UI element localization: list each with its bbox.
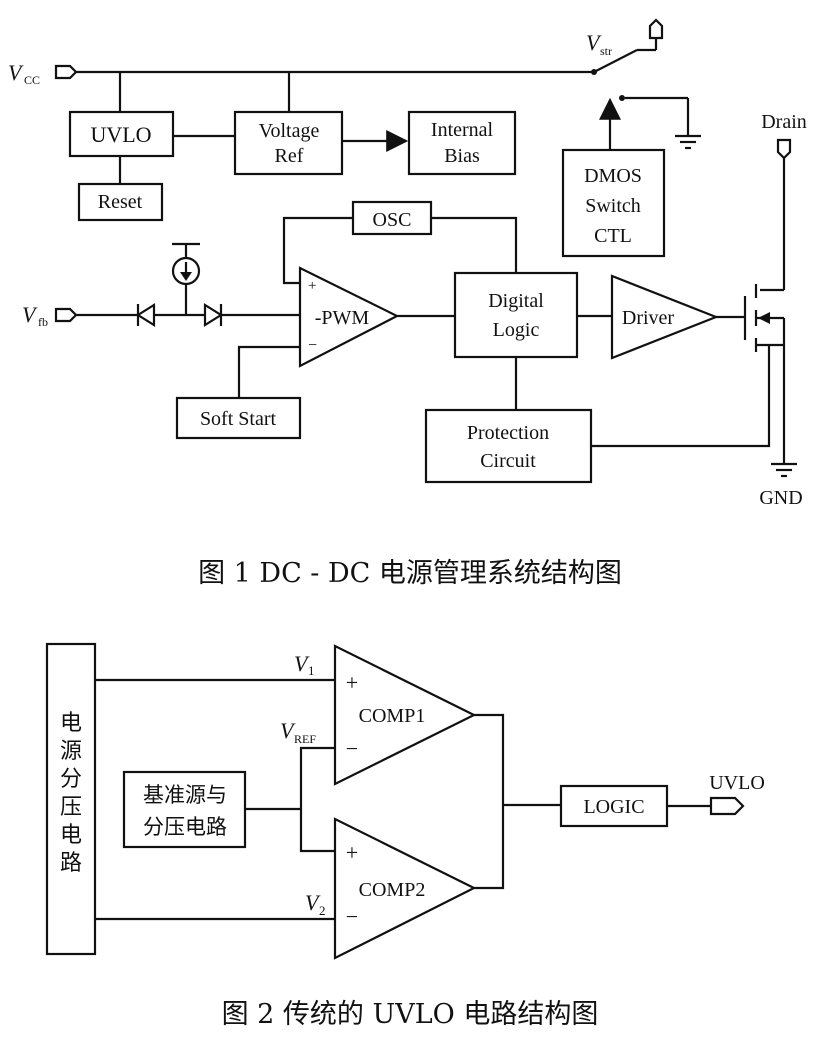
vcc-sub-label: CC <box>24 73 40 87</box>
current-source-icon <box>171 242 201 315</box>
soft-start-box <box>175 396 302 440</box>
vcc-terminal: V CC <box>8 60 78 87</box>
reset-label: Reset <box>98 191 143 213</box>
gnd-label: GND <box>759 487 802 509</box>
soft-start-label: Soft Start <box>200 408 277 430</box>
protection-circuit-box <box>424 408 593 484</box>
vstr-sub-label: str <box>600 44 612 58</box>
figure-1: V CC V str UVLO Reset Voltage Ref <box>8 18 807 589</box>
driver-label: Driver <box>622 307 675 329</box>
vref-distribution-wire <box>299 746 335 853</box>
vcc-label: V <box>8 60 24 85</box>
vfb-label: V <box>22 302 38 327</box>
digital-logic-box <box>453 271 579 359</box>
voltage-ref-label-1: Voltage <box>259 120 320 142</box>
dmos-switch-ctl-box <box>561 148 666 258</box>
logic-label: LOGIC <box>583 796 644 818</box>
reference-source-box <box>122 770 247 849</box>
internal-bias-label-1: Internal <box>431 119 494 141</box>
divider-char-1: 电 <box>60 711 82 736</box>
protection-label-2: Circuit <box>480 450 536 472</box>
pwm-minus-label: − <box>308 337 317 354</box>
ground-symbol-switch <box>675 134 701 150</box>
vref-label: V <box>280 718 296 743</box>
protection-sense-wire <box>591 345 771 448</box>
divider-char-6: 路 <box>60 851 82 876</box>
diode-1-icon <box>135 303 156 327</box>
divider-char-2: 源 <box>60 739 82 764</box>
pwm-label: -PWM <box>315 307 370 329</box>
reference-source-label-1: 基准源与 <box>143 783 227 807</box>
osc-to-logic <box>431 216 518 273</box>
ground-symbol-gnd <box>771 462 797 478</box>
v2-sub-label: 2 <box>319 903 326 918</box>
dmos-label-1: DMOS <box>584 165 642 187</box>
comp2-minus-label: − <box>346 904 358 929</box>
vref-sub-label: REF <box>294 732 316 746</box>
comp1-plus-label: + <box>346 670 358 695</box>
osc-to-pwm-plus <box>282 216 353 285</box>
v2-label: V <box>305 890 321 915</box>
reset-box <box>77 182 164 222</box>
vfb-sub-label: fb <box>38 315 48 329</box>
digital-logic-label-2: Logic <box>493 319 540 341</box>
divider-char-4: 压 <box>60 795 82 820</box>
figure-1-caption: 图 1 DC - DC 电源管理系统结构图 <box>198 558 622 589</box>
uvlo-box <box>68 110 175 158</box>
protection-label-1: Protection <box>467 422 549 444</box>
comp1-label: COMP1 <box>359 705 426 727</box>
figure-2-caption: 图 2 传统的 UVLO 电路结构图 <box>222 999 599 1030</box>
pwm-comparator <box>298 266 400 368</box>
comp-outputs-wire <box>474 713 505 890</box>
switch-contact-a <box>591 69 597 75</box>
pwm-plus-label: + <box>308 278 316 294</box>
dmos-label-2: Switch <box>585 195 641 217</box>
diode-2-icon <box>203 303 224 327</box>
comp2-triangle <box>333 817 477 960</box>
voltage-divider-box <box>45 642 97 956</box>
voltage-ref-box <box>233 110 344 176</box>
vfb-terminal <box>54 307 78 323</box>
dmos-label-3: CTL <box>594 225 632 247</box>
digital-logic-label-1: Digital <box>488 290 544 312</box>
v1-label: V <box>294 651 310 676</box>
v1-sub-label: 1 <box>308 663 315 678</box>
pwm-minus-to-softstart <box>237 345 300 398</box>
voltage-divider-label: 电 源 分 压 电 路 <box>60 711 82 876</box>
switch-blade <box>595 49 638 72</box>
comp1-triangle <box>333 644 477 786</box>
logic-box <box>559 784 669 828</box>
comp2-label: COMP2 <box>359 879 426 901</box>
drain-label: Drain <box>761 111 807 133</box>
osc-label: OSC <box>373 209 412 231</box>
figure-2: 电 源 分 压 电 路 V 1 V 2 + − COMP1 + − COMP2 … <box>45 642 765 1030</box>
reference-source-label-2: 分压电路 <box>143 815 227 839</box>
switch-contact-b <box>619 95 625 101</box>
mosfet-symbol <box>743 284 786 464</box>
drain-terminal <box>776 138 792 160</box>
internal-bias-label-2: Bias <box>444 145 480 167</box>
vstr-label: V <box>586 30 602 55</box>
voltage-ref-label-2: Ref <box>275 145 304 167</box>
internal-bias-box <box>407 110 517 176</box>
divider-char-3: 分 <box>60 767 82 792</box>
osc-box <box>351 200 433 236</box>
uvlo-label: UVLO <box>90 122 151 147</box>
uvlo-output-label: UVLO <box>709 772 765 794</box>
uvlo-output-terminal <box>709 796 745 816</box>
comp1-minus-label: − <box>346 736 358 761</box>
comp2-plus-label: + <box>346 840 358 865</box>
divider-char-5: 电 <box>60 823 82 848</box>
vstr-terminal <box>648 18 664 40</box>
